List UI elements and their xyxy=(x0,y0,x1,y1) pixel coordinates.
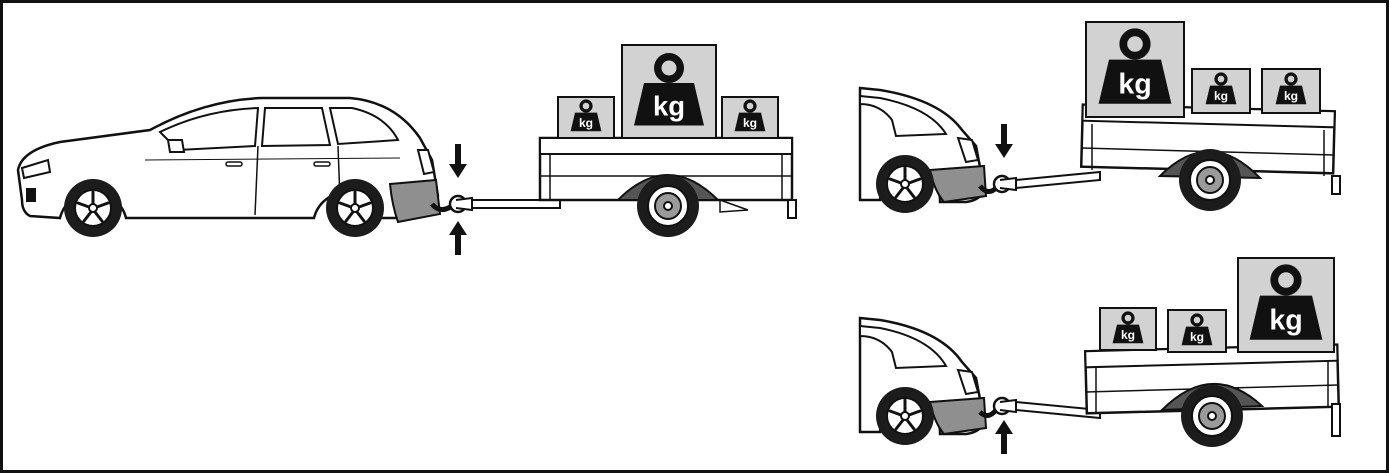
cargo-large-box: kg xyxy=(621,44,717,139)
svg-text:kg: kg xyxy=(579,116,593,130)
wheel-icon xyxy=(62,177,124,239)
cargo-small-box: kg xyxy=(1167,309,1227,353)
kg-weight-icon: kg xyxy=(1275,72,1307,105)
kg-weight-icon: kg xyxy=(1098,28,1172,104)
wheel-icon xyxy=(874,153,936,215)
down-arrow-icon xyxy=(995,124,1013,158)
up-arrow-icon xyxy=(449,221,467,255)
cargo-small-box: kg xyxy=(1099,307,1157,351)
trailer-icon xyxy=(1015,103,1341,212)
svg-text:kg: kg xyxy=(1284,89,1298,103)
svg-text:kg: kg xyxy=(743,116,757,130)
svg-text:kg: kg xyxy=(653,91,685,122)
kg-weight-icon: kg xyxy=(1249,264,1323,340)
cargo-large-box: kg xyxy=(1237,257,1335,353)
wheel-icon xyxy=(1178,148,1242,212)
kg-weight-icon: kg xyxy=(1205,72,1237,105)
cargo-small-box: kg xyxy=(721,96,779,139)
scene-front-heavy-load: kg kg kg xyxy=(858,21,1341,215)
trailer-icon xyxy=(1015,343,1341,448)
cargo-small-box: kg xyxy=(1191,68,1251,114)
kg-weight-icon: kg xyxy=(1181,313,1213,346)
svg-text:kg: kg xyxy=(1269,304,1302,336)
svg-text:kg: kg xyxy=(1118,68,1151,100)
scene-balanced-load: kg kg kg xyxy=(16,44,797,255)
cargo-small-box: kg xyxy=(557,96,615,139)
scene-rear-heavy-load: kg kg kg xyxy=(858,257,1341,454)
wheel-icon xyxy=(324,177,386,239)
cargo-small-box: kg xyxy=(1261,68,1321,114)
cargo-large-box: kg xyxy=(1085,21,1185,118)
kg-weight-icon: kg xyxy=(734,99,766,132)
car-icon xyxy=(858,86,988,215)
svg-text:kg: kg xyxy=(1121,328,1135,342)
svg-text:kg: kg xyxy=(1190,330,1204,344)
kg-weight-icon: kg xyxy=(1112,311,1144,344)
wheel-icon xyxy=(874,385,936,447)
down-arrow-icon xyxy=(449,144,467,178)
trailer-icon xyxy=(471,136,797,238)
kg-weight-icon: kg xyxy=(570,99,602,132)
car-icon xyxy=(858,316,988,447)
towbar-icon xyxy=(978,174,1017,194)
kg-weight-icon: kg xyxy=(634,53,704,126)
towbar-icon xyxy=(978,396,1017,418)
up-arrow-icon xyxy=(995,420,1013,454)
wheel-icon xyxy=(636,174,700,238)
car-icon xyxy=(16,96,442,239)
towbar-icon xyxy=(430,194,473,214)
svg-text:kg: kg xyxy=(1214,89,1228,103)
wheel-icon xyxy=(1180,384,1244,448)
